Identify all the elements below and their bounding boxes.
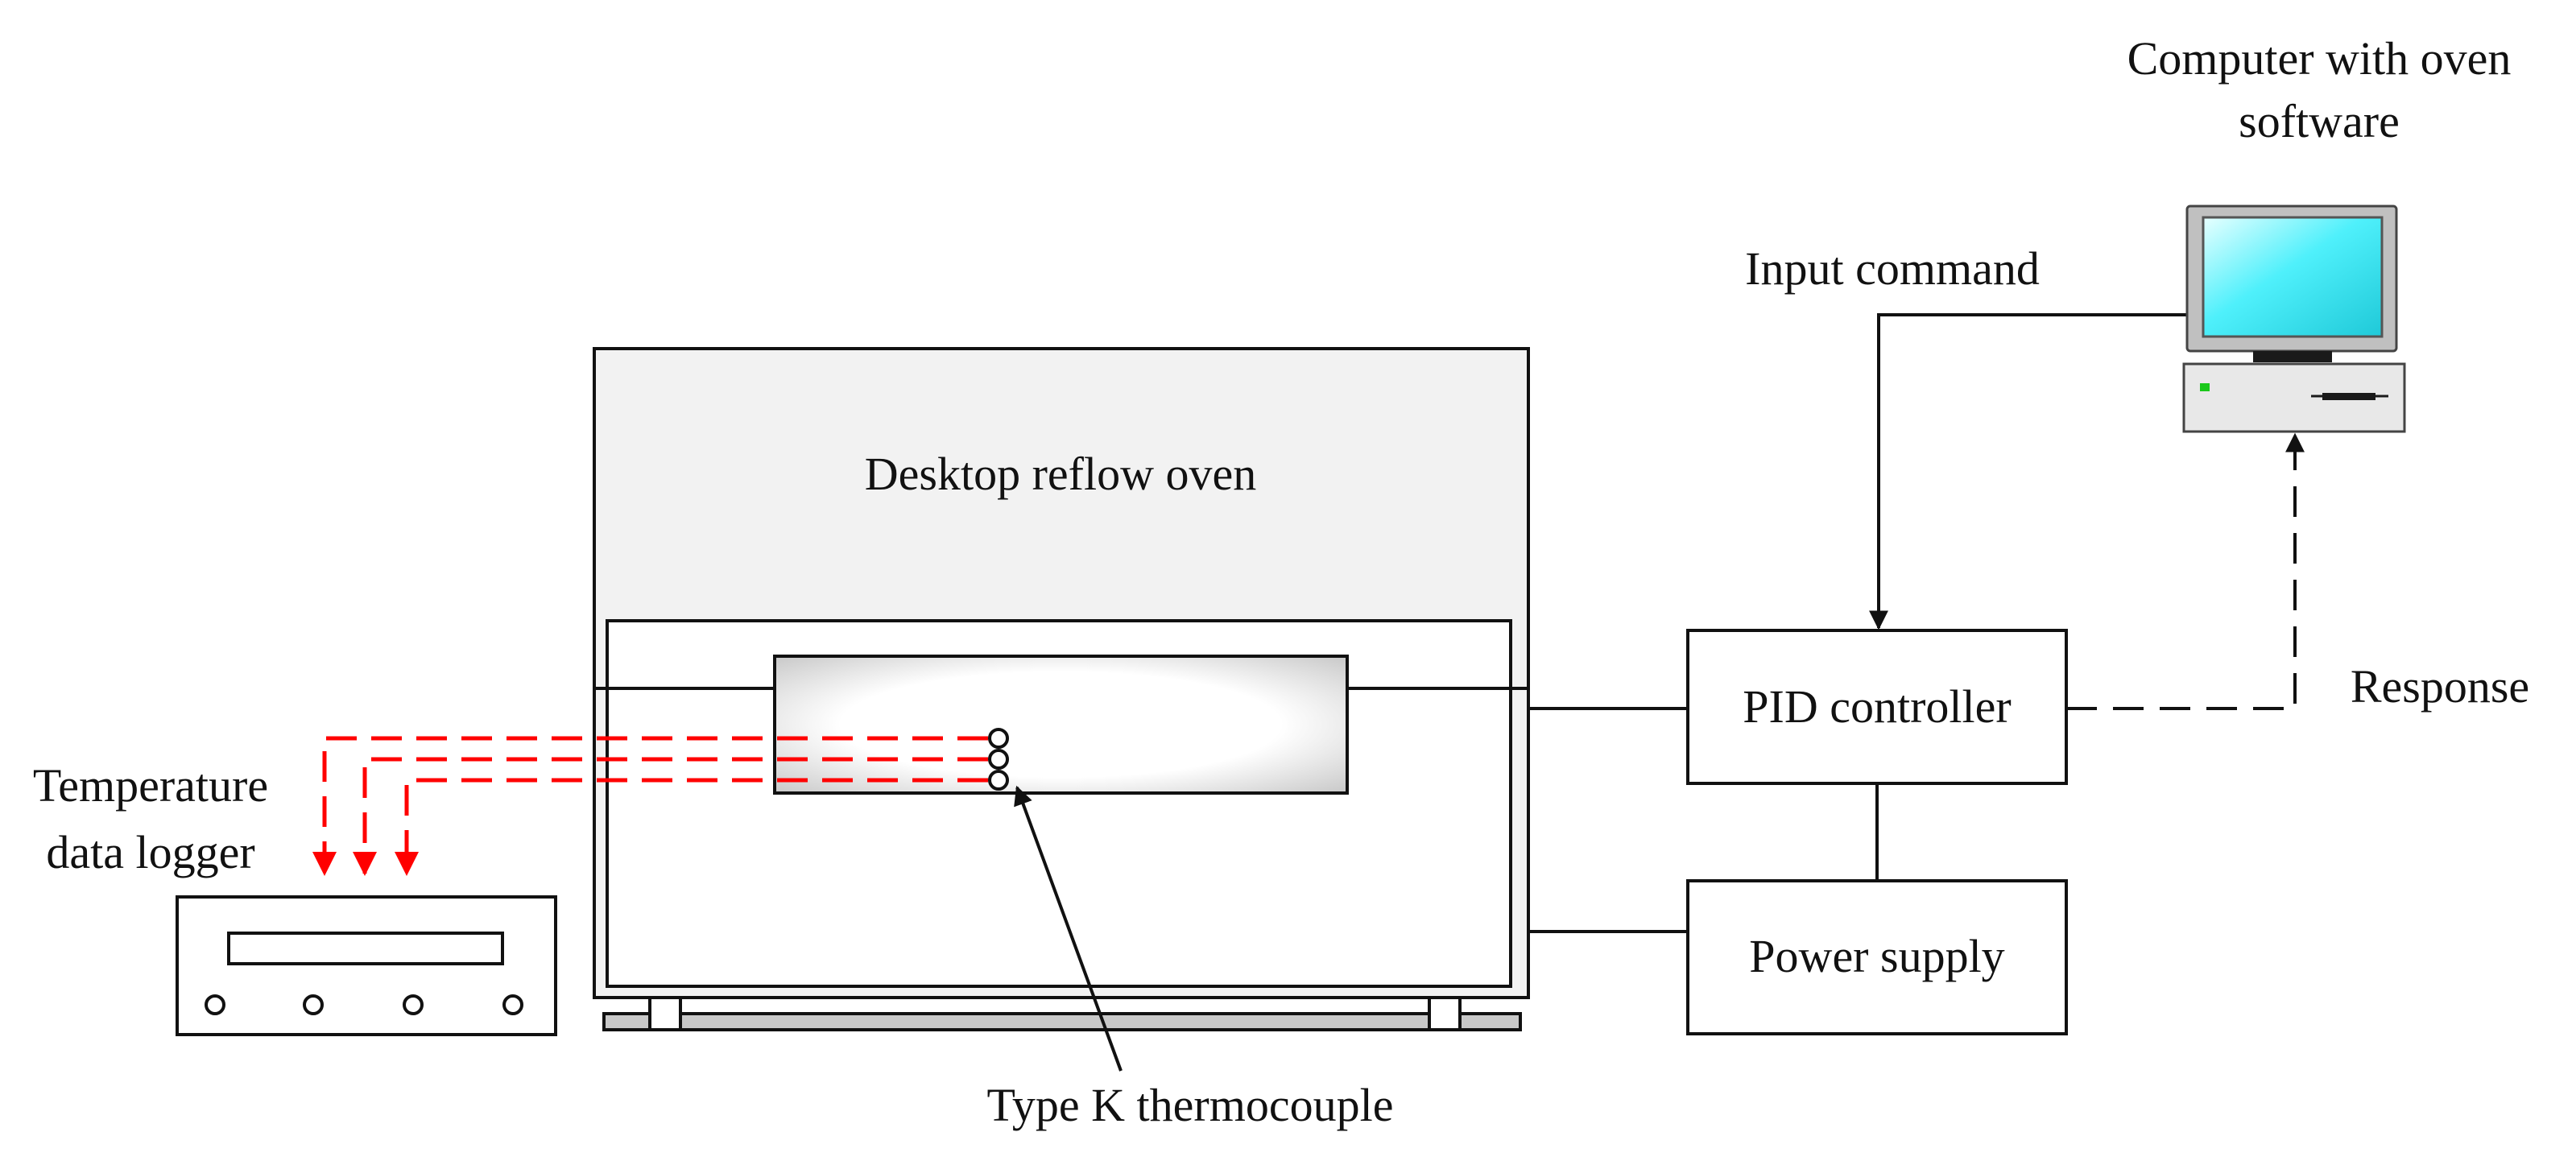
logger-body (176, 895, 557, 1036)
logger-knob-4 (502, 994, 523, 1015)
response-arrow (2066, 432, 2305, 710)
pid-controller-label: PID controller (1743, 680, 2011, 733)
logger-display (227, 932, 504, 965)
monitor-neck (2253, 351, 2332, 362)
logger-knob-1 (205, 994, 225, 1015)
thermocouple-pointer-arrow (1014, 785, 1123, 1072)
logger-knob-2 (303, 994, 324, 1015)
thermocouple-wire-2 (353, 757, 988, 876)
reflow-oven: Desktop reflow oven (593, 347, 1530, 1031)
oven-label: Desktop reflow oven (865, 448, 1256, 500)
thermocouple-tip-icon (988, 728, 1009, 791)
pcb-tray (773, 655, 1349, 795)
logger-label-line1: Temperature (33, 759, 268, 812)
logger-label-line2: data logger (46, 826, 254, 878)
power-supply-box (1686, 879, 2068, 1035)
computer-label-line1: Computer with oven (2127, 32, 2512, 85)
data-logger-icon (176, 895, 557, 1036)
thermocouple-tip-1 (988, 728, 1009, 749)
oven-base-rail (602, 1012, 1522, 1031)
input-command-label: Input command (1745, 242, 2040, 295)
monitor-screen (2202, 216, 2384, 338)
logger-knob-3 (403, 994, 424, 1015)
response-label: Response (2351, 660, 2529, 713)
pid-controller-box (1686, 629, 2068, 785)
thermocouple-wire-3 (395, 778, 988, 876)
oven-foot-left (648, 996, 682, 1031)
power-supply-label: Power supply (1749, 930, 2004, 982)
oven-foot-right (1428, 996, 1462, 1031)
thermocouple-label: Type K thermocouple (987, 1079, 1394, 1131)
power-led (2200, 383, 2210, 391)
computer-icon (2182, 205, 2406, 433)
thermocouple-tip-3 (988, 770, 1009, 791)
thermocouple-tip-2 (988, 749, 1009, 770)
computer-label-line2: software (2239, 95, 2400, 147)
thermocouple-wires (312, 736, 988, 876)
input-command-arrow (1869, 313, 2187, 630)
